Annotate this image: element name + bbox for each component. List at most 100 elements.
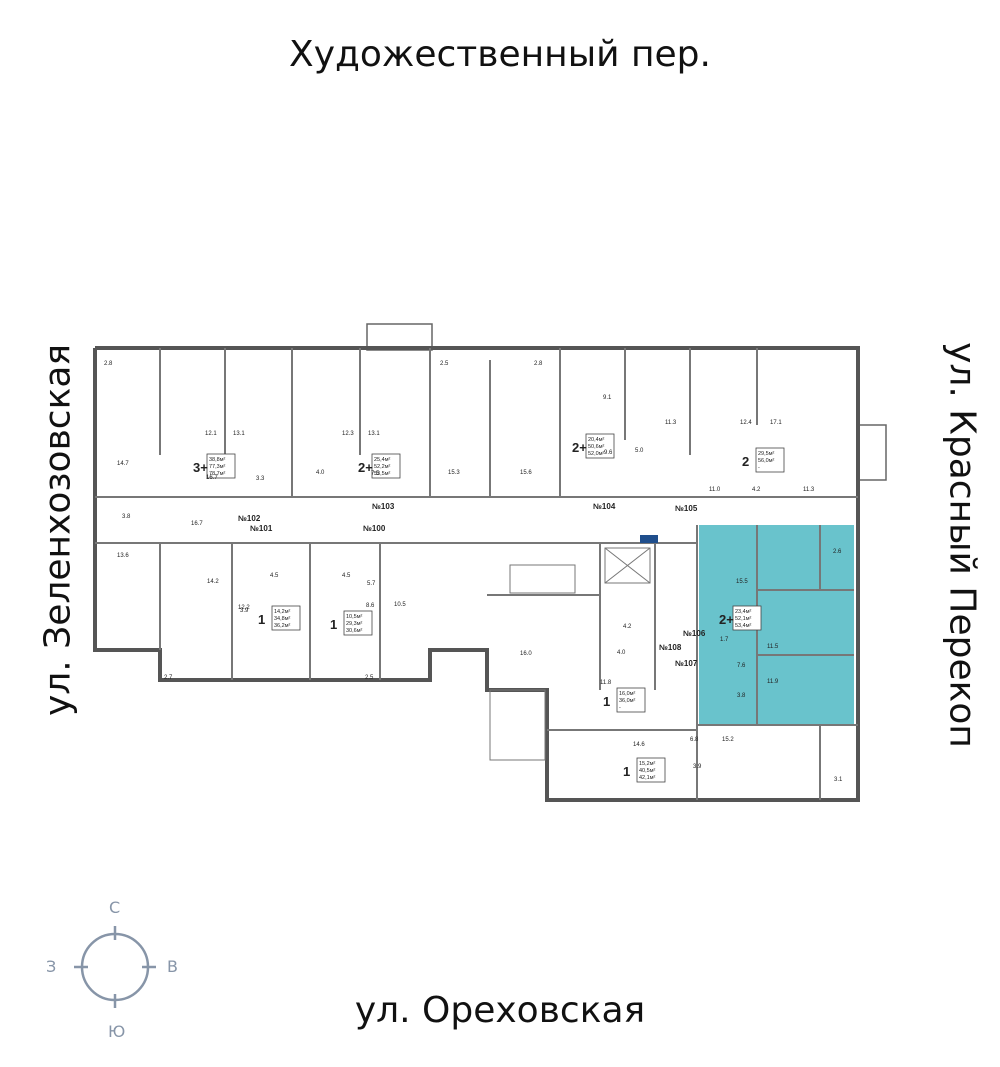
apartment-area: 38,8м² (209, 457, 225, 463)
apartment-tag-box (206, 453, 236, 479)
apartment-area: 34,8м² (274, 616, 290, 622)
compass-south-label: Ю (108, 1022, 126, 1041)
compass-west-label: З (46, 957, 57, 976)
room-area: 14.7 (117, 461, 129, 467)
room-area: 2.6 (833, 549, 842, 555)
apartment-area: 30,6м² (346, 628, 362, 634)
apartment-area: - (619, 705, 621, 711)
apartment-area: - (758, 465, 760, 471)
room-area: 2.7 (164, 675, 173, 681)
room-area: 2.5 (440, 361, 449, 367)
room-area: 15.6 (520, 470, 532, 476)
room-area: 14.6 (633, 742, 645, 748)
unit-number: №100 (363, 524, 386, 533)
room-area: 3.3 (256, 476, 265, 482)
room-area: 5.7 (367, 581, 376, 587)
apartment-area: 29,5м² (758, 451, 774, 457)
room-area: 4.5 (270, 573, 279, 579)
apartment-area: 52,2м² (374, 464, 390, 470)
compass-icon (74, 926, 156, 1008)
apartment-area: 36,2м² (274, 623, 290, 629)
room-area: 13.1 (368, 431, 380, 437)
apartment-rooms: 2+ (572, 440, 587, 455)
room-area: 10.5 (394, 602, 406, 608)
apartment-area: 36,0м² (619, 698, 635, 704)
room-area: 8.6 (366, 603, 375, 609)
room-area: 15.2 (722, 737, 734, 743)
room-area: 13.1 (233, 431, 245, 437)
room-area: 16.7 (206, 475, 218, 481)
compass-north-label: С (109, 898, 121, 917)
apartment-rooms: 1 (258, 612, 265, 627)
room-area: 12.4 (740, 420, 752, 426)
room-area: 4.2 (623, 624, 632, 630)
apartment-tag-box (371, 453, 401, 479)
room-area: 4.5 (342, 573, 351, 579)
room-area: 4.2 (752, 487, 761, 493)
room-area: 6.8 (690, 737, 699, 743)
room-area: 12.3 (342, 431, 354, 437)
apartment-area: 16,0м² (619, 691, 635, 697)
room-area: 3.8 (122, 514, 131, 520)
room-area: 17.1 (770, 420, 782, 426)
apartment-tag-box (755, 447, 785, 473)
apartment-rooms: 1 (330, 617, 337, 632)
room-area: 3.9 (693, 764, 702, 770)
apartment-area: 52,1м² (735, 616, 751, 622)
room-area: 2.8 (534, 361, 543, 367)
room-area: 3.1 (834, 777, 843, 783)
unit-number: №106 (683, 629, 706, 638)
apartment-area: 42,1м² (639, 775, 655, 781)
room-area: 11.8 (600, 680, 612, 686)
apartment-tag-box (636, 757, 666, 783)
room-area: 2.5 (365, 675, 374, 681)
room-area: 4.0 (617, 650, 626, 656)
room-area: 16.7 (191, 521, 203, 527)
unit-number: №103 (372, 502, 395, 511)
room-area: 3.9 (240, 608, 249, 614)
unit-number: №104 (593, 502, 616, 511)
apartment-area: 29,3м² (346, 621, 362, 627)
room-area: 11.0 (709, 487, 721, 493)
room-area: 11.9 (767, 679, 779, 685)
room-area: 11.5 (767, 644, 779, 650)
apartment-rooms: 2+ (358, 460, 373, 475)
room-area: 12.2 (238, 605, 250, 611)
apartment-area: 15,2м² (639, 761, 655, 767)
apartment-area: 77,3м² (209, 464, 225, 470)
highlighted-apartment[interactable] (699, 525, 854, 725)
apartment-tag-box (343, 610, 373, 636)
room-area: 15.3 (448, 470, 460, 476)
room-area: 5.0 (635, 448, 644, 454)
apartment-area: 20,4м² (588, 437, 604, 443)
outer-walls (93, 346, 860, 802)
apartment-area: 52,0м² (588, 451, 604, 457)
apartment-tag-box (616, 687, 646, 713)
room-area: 4.0 (316, 470, 325, 476)
room-area: 1.7 (720, 637, 729, 643)
unit-number: №105 (675, 504, 698, 513)
room-area: 13.6 (117, 553, 129, 559)
compass-east-label: В (167, 957, 178, 976)
apartment-area: 23,4м² (735, 609, 751, 615)
room-area: 15.5 (736, 579, 748, 585)
apartment-area: 10,5м² (346, 614, 362, 620)
apartment-rooms: 2+ (719, 612, 734, 627)
unit-number: №107 (675, 659, 698, 668)
apartment-tag-box (585, 433, 615, 459)
apartment-area: 78,7м² (209, 471, 225, 477)
apartment-tag-box (271, 605, 301, 631)
apartment-area: 53,4м² (735, 623, 751, 629)
apartment-rooms: 2 (742, 454, 749, 469)
street-label-south: ул. Ореховская (354, 990, 646, 1031)
